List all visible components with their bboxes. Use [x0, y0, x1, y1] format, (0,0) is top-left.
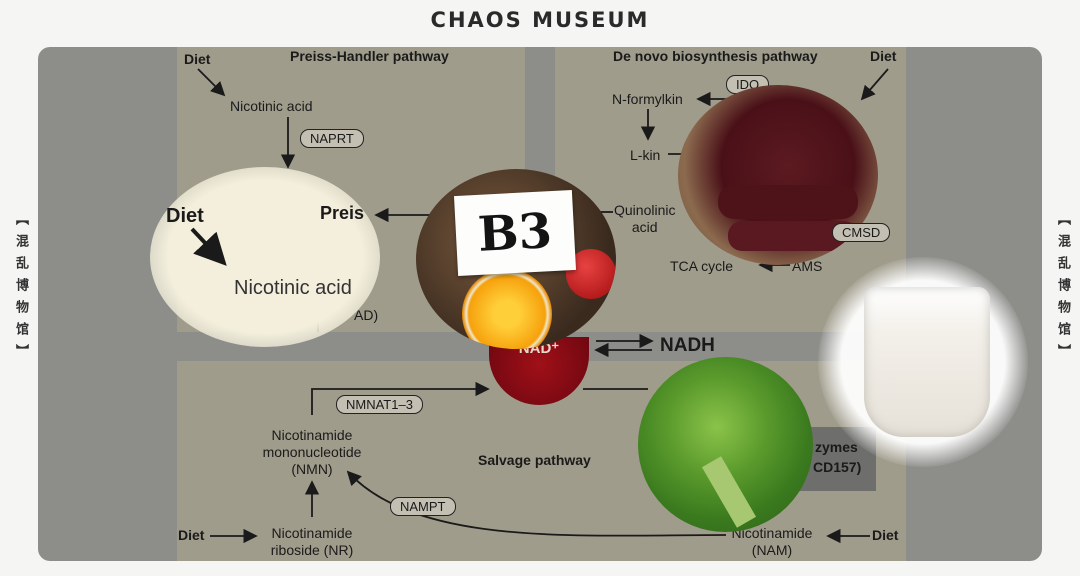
nicotinic-acid-label: Nicotinic acid: [230, 98, 313, 114]
nadh-label: NADH: [660, 335, 715, 356]
de-novo-diet-label: Diet: [870, 48, 897, 64]
pathway-figure: Preiss-Handler pathway Diet Nicotinic ac…: [38, 47, 1042, 561]
l-kin-label: L-kin: [630, 147, 661, 163]
broccoli-photo: [638, 357, 813, 532]
salvage-diet-right: Diet: [872, 527, 899, 543]
diet-to-nicotinic-acid-arrow: [197, 68, 226, 97]
nam-to-nmn-arrow: [346, 470, 727, 537]
zoom-arrow: [190, 227, 227, 266]
nam-label: Nicotinamide (NAM): [731, 525, 813, 558]
watermark-right: 【混乱博物馆】: [1055, 212, 1070, 366]
zoom-callout: Diet Nicotinic acid: [150, 167, 380, 347]
tca-cycle-label: TCA cycle: [670, 258, 734, 274]
n-formylkin-label: N-formylkin: [612, 91, 683, 107]
b3-label: B3: [453, 189, 577, 277]
broccoli-stem-image: [701, 456, 757, 528]
preiss-diet-label: Diet: [184, 51, 211, 67]
de-novo-title: De novo biosynthesis pathway: [613, 48, 818, 64]
diet-to-tryptophan-arrow: [860, 68, 889, 101]
nmn-to-nad-arrow: [311, 381, 490, 415]
zoom-diet-label: Diet: [166, 205, 204, 227]
acmsd-enzyme-partial: CMSD: [832, 223, 891, 242]
watermark-left: 【混乱博物馆】: [13, 212, 28, 366]
milk-glass-photo: [864, 287, 990, 437]
preiss-label-partial: Preis: [320, 203, 365, 223]
preiss-handler-title: Preiss-Handler pathway: [290, 48, 449, 64]
nr-label: Nicotinamide riboside (NR): [270, 525, 354, 558]
page-title: CHAOS MUSEUM: [430, 8, 650, 32]
salvage-diet-left: Diet: [178, 527, 205, 543]
orange-slice-image: [462, 269, 552, 349]
nmnat-enzyme: NMNAT1–3: [336, 395, 423, 414]
quinolinic-acid-label: Quinolinic acid: [614, 202, 676, 235]
salvage-title: Salvage pathway: [478, 452, 591, 468]
zoom-nicotinic-acid-label: Nicotinic acid: [234, 277, 352, 299]
nampt-enzyme: NAMPT: [390, 497, 456, 516]
nmn-label: Nicotinamide mononucleotide (NMN): [262, 427, 362, 477]
naad-label-partial: AD): [354, 307, 379, 323]
naprt-enzyme: NAPRT: [300, 129, 364, 148]
meat-slice-image: [718, 185, 858, 219]
